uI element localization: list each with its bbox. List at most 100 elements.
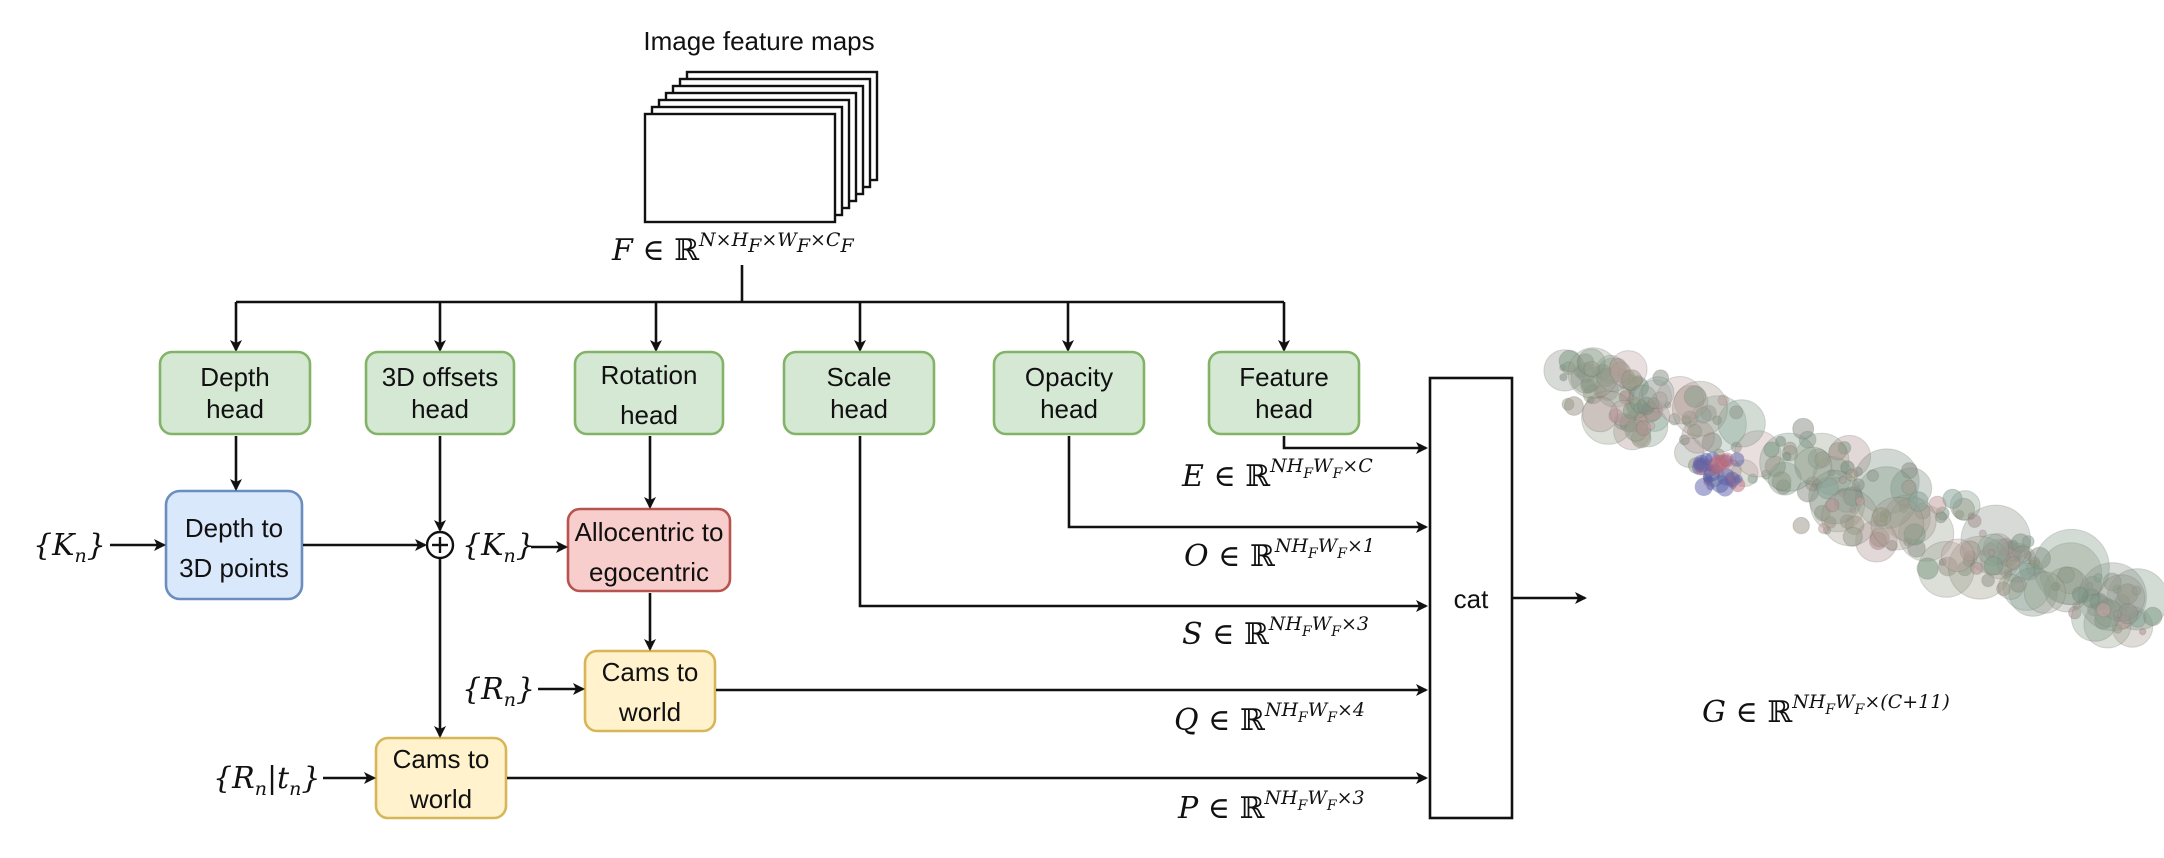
gaussian-splat	[1582, 396, 1619, 433]
svg-text:Depth to: Depth to	[185, 513, 283, 543]
svg-text:head: head	[1255, 394, 1313, 424]
gaussian-splat	[1970, 561, 1984, 575]
svg-text:head: head	[206, 394, 264, 424]
feature-map-stack-icon	[643, 70, 879, 224]
svg-text:Rotation: Rotation	[601, 360, 698, 390]
gaussian-splat	[1978, 529, 1987, 538]
gaussian-splat	[1707, 475, 1714, 483]
gaussian-splat	[1694, 457, 1708, 471]
gaussian-splat	[1851, 478, 1865, 492]
gaussian-splat	[2093, 573, 2103, 583]
gaussian-splat	[1747, 473, 1758, 485]
gaussian-splat	[1901, 462, 1918, 479]
svg-text:world: world	[409, 784, 472, 814]
gaussian-splat	[2029, 556, 2041, 568]
gaussian-splat	[1855, 496, 1865, 506]
K-input-label-2: {Kn}	[462, 528, 535, 567]
gaussian-splat	[1908, 491, 1929, 512]
gaussian-splat	[2006, 556, 2021, 571]
gaussian-splat	[1792, 417, 1815, 440]
gaussian-splat	[1586, 396, 1595, 404]
gaussian-splat	[1694, 477, 1713, 496]
cat-box: cat	[1428, 376, 1514, 820]
feature-head-box: Feature head	[1207, 350, 1361, 436]
gaussian-splat	[1967, 512, 1976, 520]
gaussian-splat	[2131, 585, 2142, 596]
Rt-input-label: {Rn|tn}	[213, 761, 320, 800]
gaussian-splat	[2113, 624, 2123, 634]
gaussian-splat	[2022, 535, 2035, 548]
gaussian-splat	[1761, 469, 1772, 480]
gaussian-splat	[1872, 507, 1892, 527]
gaussian-splat	[1816, 476, 1839, 500]
gaussian-splat	[1792, 516, 1810, 535]
gaussian-splat	[2010, 576, 2027, 593]
E-output-label: E ∈ ℝNHFWF×C	[1181, 455, 1373, 494]
gaussian-splat	[2023, 571, 2067, 614]
P-output-label: P ∈ ℝNHFWF×3	[1177, 787, 1365, 826]
gaussian-splat	[1916, 557, 1939, 580]
gaussian-splat	[2057, 566, 2075, 584]
gaussian-splat	[1823, 516, 1837, 529]
gaussian-splat	[1671, 380, 1728, 437]
gaussian-splat	[2113, 609, 2122, 619]
R-input-label: {Rn}	[462, 672, 535, 711]
gaussian-splat	[1959, 540, 1981, 562]
gaussian-splat	[1866, 469, 1880, 482]
gaussian-splat	[1869, 531, 1888, 551]
svg-text:Scale: Scale	[826, 362, 891, 392]
gaussian-splat	[1652, 369, 1670, 387]
allo-to-ego-box: Allocentric to egocentric	[566, 507, 732, 593]
gaussian-splat	[1694, 406, 1712, 424]
gaussian-splat	[1681, 414, 1692, 426]
gaussian-splat	[1898, 503, 1909, 514]
gaussian-splat	[1678, 434, 1691, 446]
depth-to-points-box: Depth to 3D points	[164, 489, 304, 601]
opacity-head-box: Opacity head	[992, 350, 1146, 436]
gaussian-splat	[1842, 526, 1863, 547]
svg-text:Depth: Depth	[200, 362, 269, 392]
gaussian-splat	[1620, 369, 1643, 391]
gaussian-splat	[1996, 581, 2011, 597]
svg-text:3D offsets: 3D offsets	[382, 362, 499, 392]
gaussian-splat	[1564, 396, 1584, 416]
distribution-bus	[230, 265, 1290, 352]
gaussian-splat	[1729, 405, 1744, 420]
rotation-head-box: Rotation head	[573, 350, 725, 436]
svg-text:3D points: 3D points	[179, 553, 289, 583]
cams-to-world-position-box: Cams to world	[374, 736, 508, 820]
gaussian-splat	[1558, 349, 1582, 373]
S-output-label: S ∈ ℝNHFWF×3	[1182, 613, 1369, 652]
gaussian-splat	[1849, 506, 1857, 514]
gaussian-splat	[1941, 538, 1975, 573]
gaussian-splat	[1818, 523, 1829, 534]
gaussian-splat	[1724, 471, 1740, 487]
Q-output-label: Q ∈ ℝNHFWF×4	[1174, 699, 1365, 738]
cams-to-world-rotation-box: Cams to world	[583, 649, 717, 733]
edges	[110, 436, 1587, 784]
gaussian-splat	[1827, 468, 1836, 477]
depth-head-box: Depth head	[158, 350, 312, 436]
gaussian-splat	[1981, 573, 1995, 588]
gaussian-splat	[2085, 581, 2094, 590]
O-output-label: O ∈ ℝNHFWF×1	[1184, 535, 1375, 574]
svg-text:Cams to: Cams to	[602, 657, 699, 687]
gaussian-splat	[1683, 385, 1707, 408]
gaussian-splat	[1646, 421, 1656, 431]
gaussian-splat	[1828, 442, 1847, 461]
svg-text:Allocentric to: Allocentric to	[575, 517, 724, 547]
gaussian-splat	[1987, 549, 1996, 557]
gaussian-splat	[1901, 479, 1917, 495]
gaussian-splat	[1814, 504, 1831, 522]
feature-equation: F ∈ ℝN×HF×WF×CF	[611, 229, 854, 268]
gaussian-splat	[1583, 360, 1600, 378]
svg-text:Feature: Feature	[1239, 362, 1329, 392]
gaussian-splat	[1771, 471, 1792, 492]
sum-node-icon	[425, 530, 455, 560]
gaussian-splat	[2003, 569, 2013, 578]
gaussian-splat	[1825, 498, 1840, 513]
gaussian-splat	[1608, 408, 1624, 423]
gaussian-splat	[1717, 394, 1729, 406]
gaussian-splat	[1712, 415, 1723, 426]
